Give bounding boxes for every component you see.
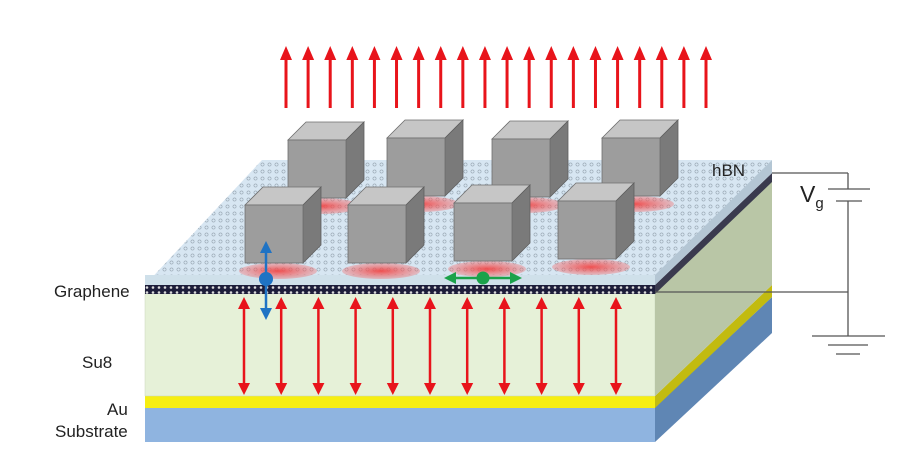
nanocube [453, 184, 531, 262]
emission-arrow [324, 46, 337, 108]
field-arrow [461, 297, 474, 395]
emission-arrow [412, 46, 425, 108]
gate-voltage-label: Vg [800, 181, 824, 212]
field-arrow [535, 297, 548, 395]
emission-arrow [633, 46, 646, 108]
emission-arrow [677, 46, 690, 108]
graphene-layer [145, 173, 772, 294]
gold-layer [145, 285, 772, 408]
emission-arrow [501, 46, 514, 108]
emission-arrow [390, 46, 403, 108]
gate-circuit [655, 172, 885, 355]
hot-spot [239, 263, 317, 279]
nanocube [244, 186, 322, 264]
emission-arrow [302, 46, 315, 108]
hot-spot [342, 263, 420, 279]
graphene-label: Graphene [54, 282, 130, 301]
au-label: Au [107, 400, 128, 419]
field-arrow [424, 297, 436, 395]
emission-arrow [456, 46, 469, 108]
gate-voltage-subscript: g [815, 195, 824, 212]
emission-arrow [434, 46, 447, 108]
substrate-label: Substrate [55, 422, 128, 441]
su8-label: Su8 [82, 353, 113, 372]
emission-arrow [346, 46, 359, 108]
field-arrow [275, 297, 288, 395]
field-arrows [238, 297, 622, 395]
emission-arrow [523, 46, 536, 108]
nanocube [347, 186, 425, 264]
emission-arrow [478, 46, 491, 108]
hbn-label: hBN [712, 161, 746, 180]
emission-arrow [280, 46, 292, 108]
hot-spot [448, 261, 526, 277]
nanocubes [244, 119, 679, 264]
field-arrow [498, 297, 511, 395]
emission-arrow [545, 46, 558, 108]
emission-arrow [700, 46, 712, 108]
emission-arrows [280, 46, 712, 108]
su8-layer [144, 178, 772, 397]
field-arrow [386, 297, 399, 395]
hot-spot [552, 259, 630, 275]
nanocube [557, 182, 635, 260]
emission-arrow [655, 46, 668, 108]
vertical-dipole [259, 241, 273, 320]
emission-arrow [368, 46, 381, 108]
field-arrow [238, 297, 250, 395]
field-arrow [349, 297, 362, 395]
horizontal-dipole [444, 271, 522, 285]
emission-arrow [611, 46, 624, 108]
nanocube [386, 119, 464, 197]
substrate-layer [145, 297, 772, 442]
gate-voltage-main: V [800, 181, 816, 207]
emission-arrow [567, 46, 580, 108]
field-arrow [610, 297, 622, 395]
emission-arrow [589, 46, 602, 108]
field-arrow [572, 297, 585, 395]
field-arrow [312, 297, 325, 395]
